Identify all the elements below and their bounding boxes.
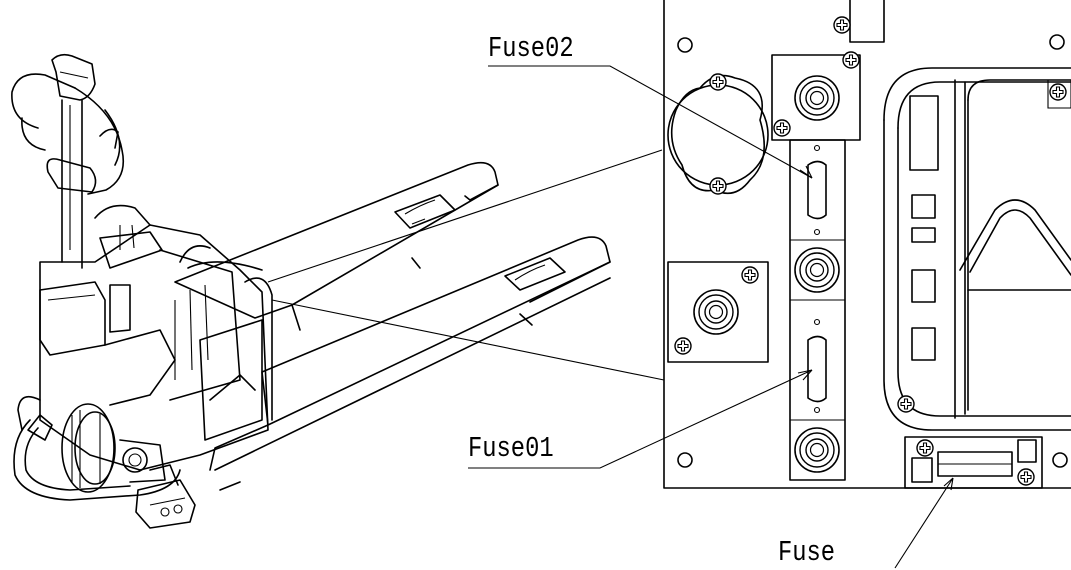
callout-line-fuse01 (468, 369, 813, 469)
leader-line-lower (271, 299, 665, 381)
mount-hole-icon (1049, 34, 1065, 50)
label-fuse: Fuse (778, 536, 836, 569)
callout-line-fuse (894, 477, 954, 569)
cross-screw-icon (833, 16, 851, 34)
terminal-stud-icon (794, 427, 840, 473)
cross-screw-icon (674, 337, 692, 355)
cross-screw-icon (842, 51, 860, 69)
fuse-holder (904, 436, 1043, 489)
fuse02-element (807, 160, 827, 220)
callout-line-fuse02 (488, 65, 813, 179)
mount-hole-icon (1052, 452, 1068, 468)
cross-screw-icon (709, 177, 727, 195)
cross-screw-icon (897, 395, 915, 413)
terminal-stud-icon (794, 75, 840, 121)
cross-screw-icon (773, 119, 791, 137)
label-fuse02: Fuse02 (488, 32, 574, 65)
terminal-stud-icon (794, 247, 840, 293)
mount-hole-icon (677, 37, 693, 53)
pallet-truck-illustration (11, 53, 611, 529)
cross-screw-icon (1017, 468, 1035, 486)
fuse-element (937, 451, 1013, 477)
terminal-stud-icon (693, 289, 739, 335)
cross-screw-icon (916, 439, 934, 457)
fuse-panel (663, 0, 1071, 489)
leader-line-upper (267, 149, 663, 283)
cross-screw-icon (741, 266, 759, 284)
cross-screw-icon (1049, 83, 1067, 101)
mount-hole-icon (677, 452, 693, 468)
cross-screw-icon (709, 73, 727, 91)
label-fuse01: Fuse01 (468, 432, 554, 465)
fuse01-element (807, 335, 827, 403)
callouts (468, 65, 954, 569)
